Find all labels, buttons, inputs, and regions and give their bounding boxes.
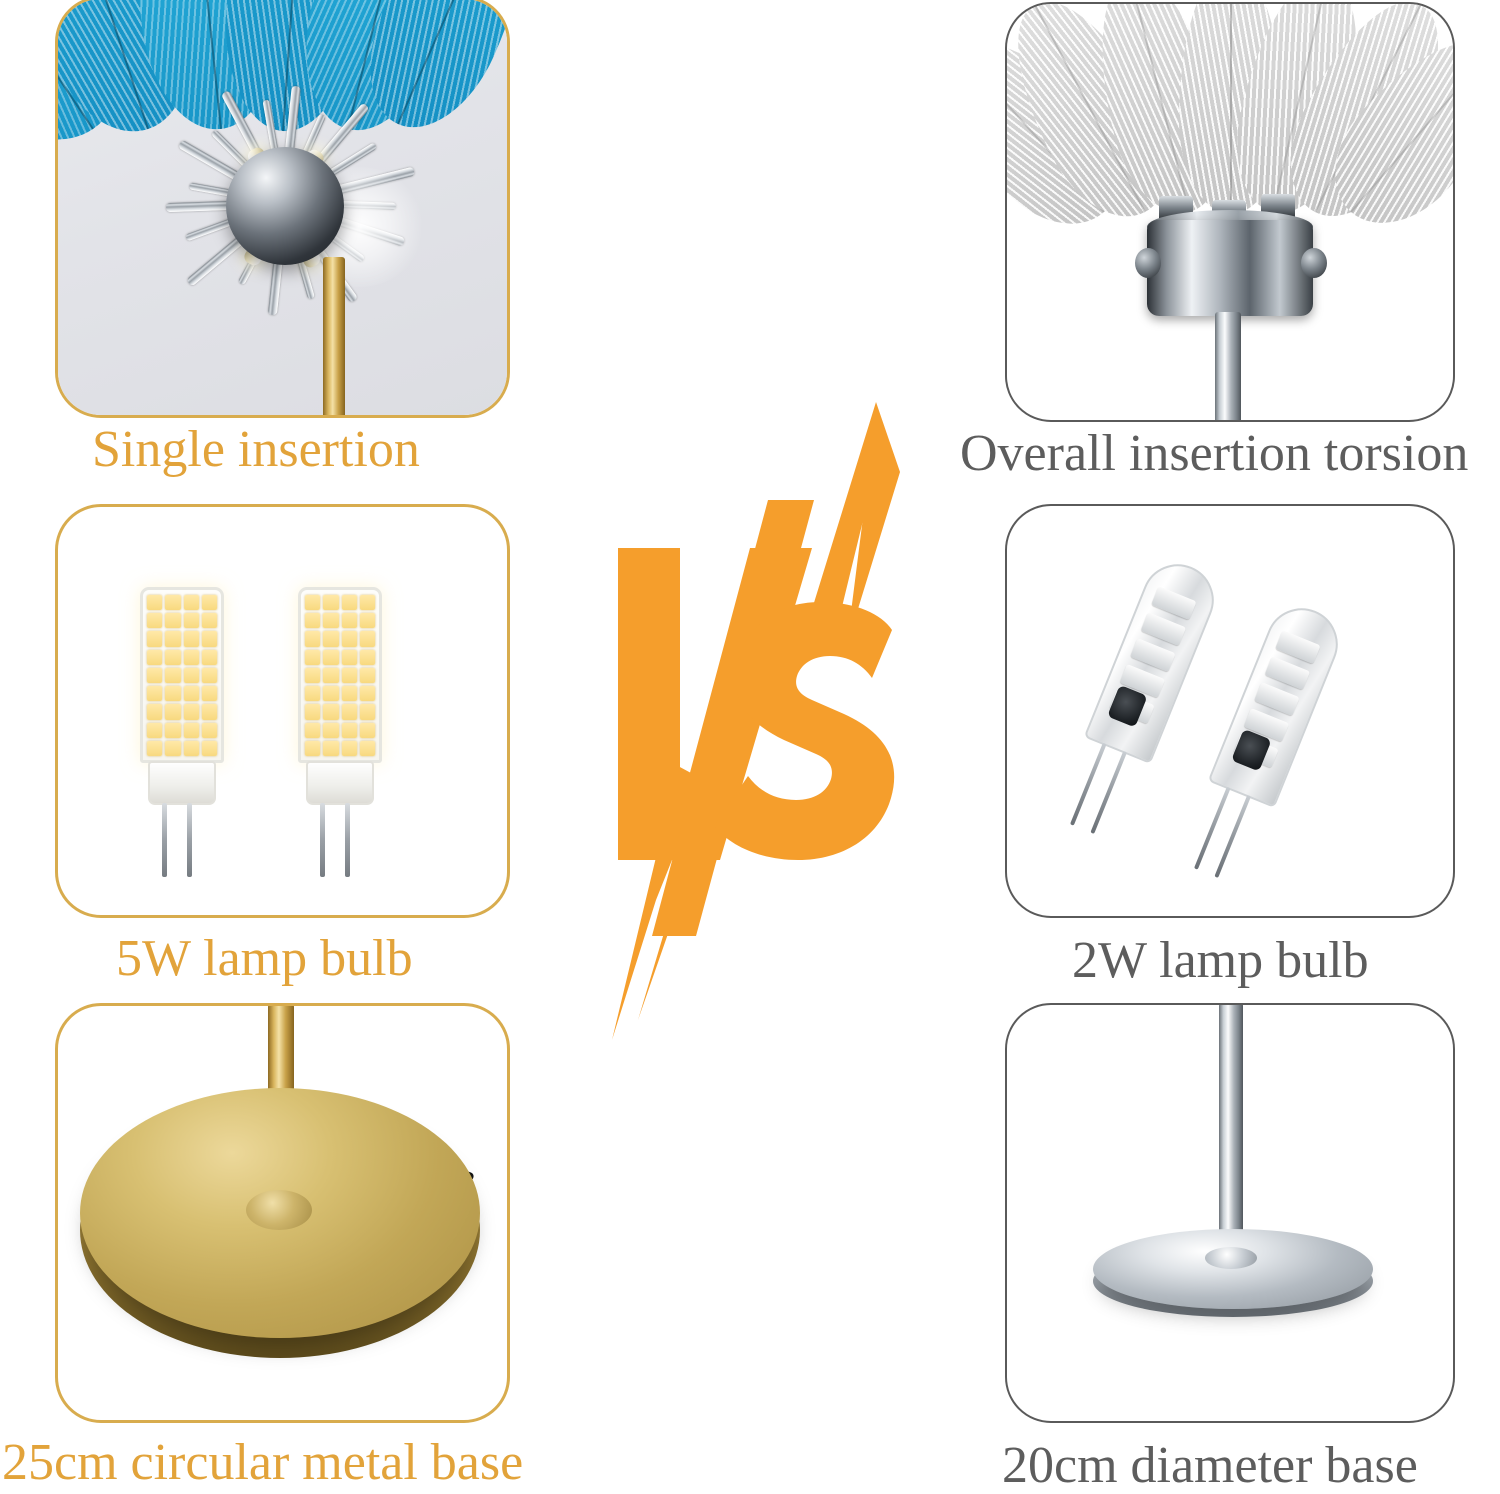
left-feature-image-5w-bulb	[55, 504, 510, 918]
chrome-hub-icon	[1147, 220, 1313, 316]
vs-badge	[600, 380, 930, 1040]
right-feature-image-overall-insertion	[1005, 2, 1455, 422]
base-hubcap	[1205, 1247, 1257, 1269]
right-caption-20cm-base: 20cm diameter base	[1002, 1437, 1418, 1494]
right-feature-image-2w-bulb	[1005, 504, 1455, 918]
right-feature-image-20cm-base	[1005, 1003, 1455, 1423]
chrome-sphere-icon	[226, 147, 344, 265]
left-caption-single-insertion: Single insertion	[92, 421, 420, 478]
left-feature-image-single-insertion	[55, 0, 510, 418]
left-caption-5w-bulb: 5W lamp bulb	[116, 930, 413, 987]
gold-pole-icon	[323, 257, 345, 415]
chrome-pole-icon	[1215, 312, 1241, 420]
chrome-round-lamp-base-icon	[1093, 1229, 1373, 1309]
right-caption-2w-bulb: 2W lamp bulb	[1072, 932, 1369, 989]
vs-letter-s	[714, 602, 895, 860]
base-hubcap	[246, 1190, 312, 1230]
vs-slash	[652, 500, 814, 936]
g4-corn-led-bulb-icon	[298, 587, 382, 887]
side-knob-icon	[1301, 248, 1327, 278]
right-caption-overall-insertion: Overall insertion torsion	[960, 425, 1469, 482]
side-knob-icon	[1135, 248, 1161, 278]
chrome-pole-icon	[1219, 1005, 1243, 1255]
g4-corn-led-bulb-icon	[140, 587, 224, 887]
left-feature-image-25cm-base	[55, 1003, 510, 1423]
left-caption-25cm-base: 25cm circular metal base	[2, 1434, 524, 1491]
